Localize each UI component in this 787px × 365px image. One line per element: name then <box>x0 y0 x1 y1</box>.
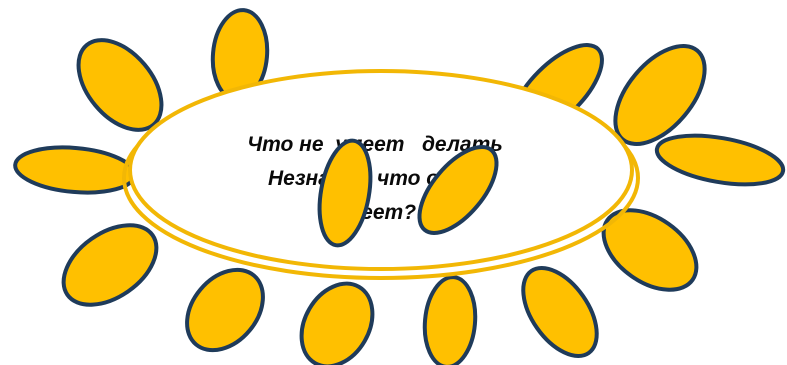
petal-7 <box>421 275 479 365</box>
petal-6 <box>287 271 386 365</box>
question-line-1: Что не умеет делать <box>140 128 610 162</box>
question-line-2: Незнайка, что он не <box>140 162 610 196</box>
petal-10 <box>653 127 787 193</box>
petal-5 <box>172 255 279 365</box>
petal-8 <box>508 255 611 365</box>
question-line-3: умеет? <box>140 196 610 230</box>
petal-3 <box>13 143 136 197</box>
